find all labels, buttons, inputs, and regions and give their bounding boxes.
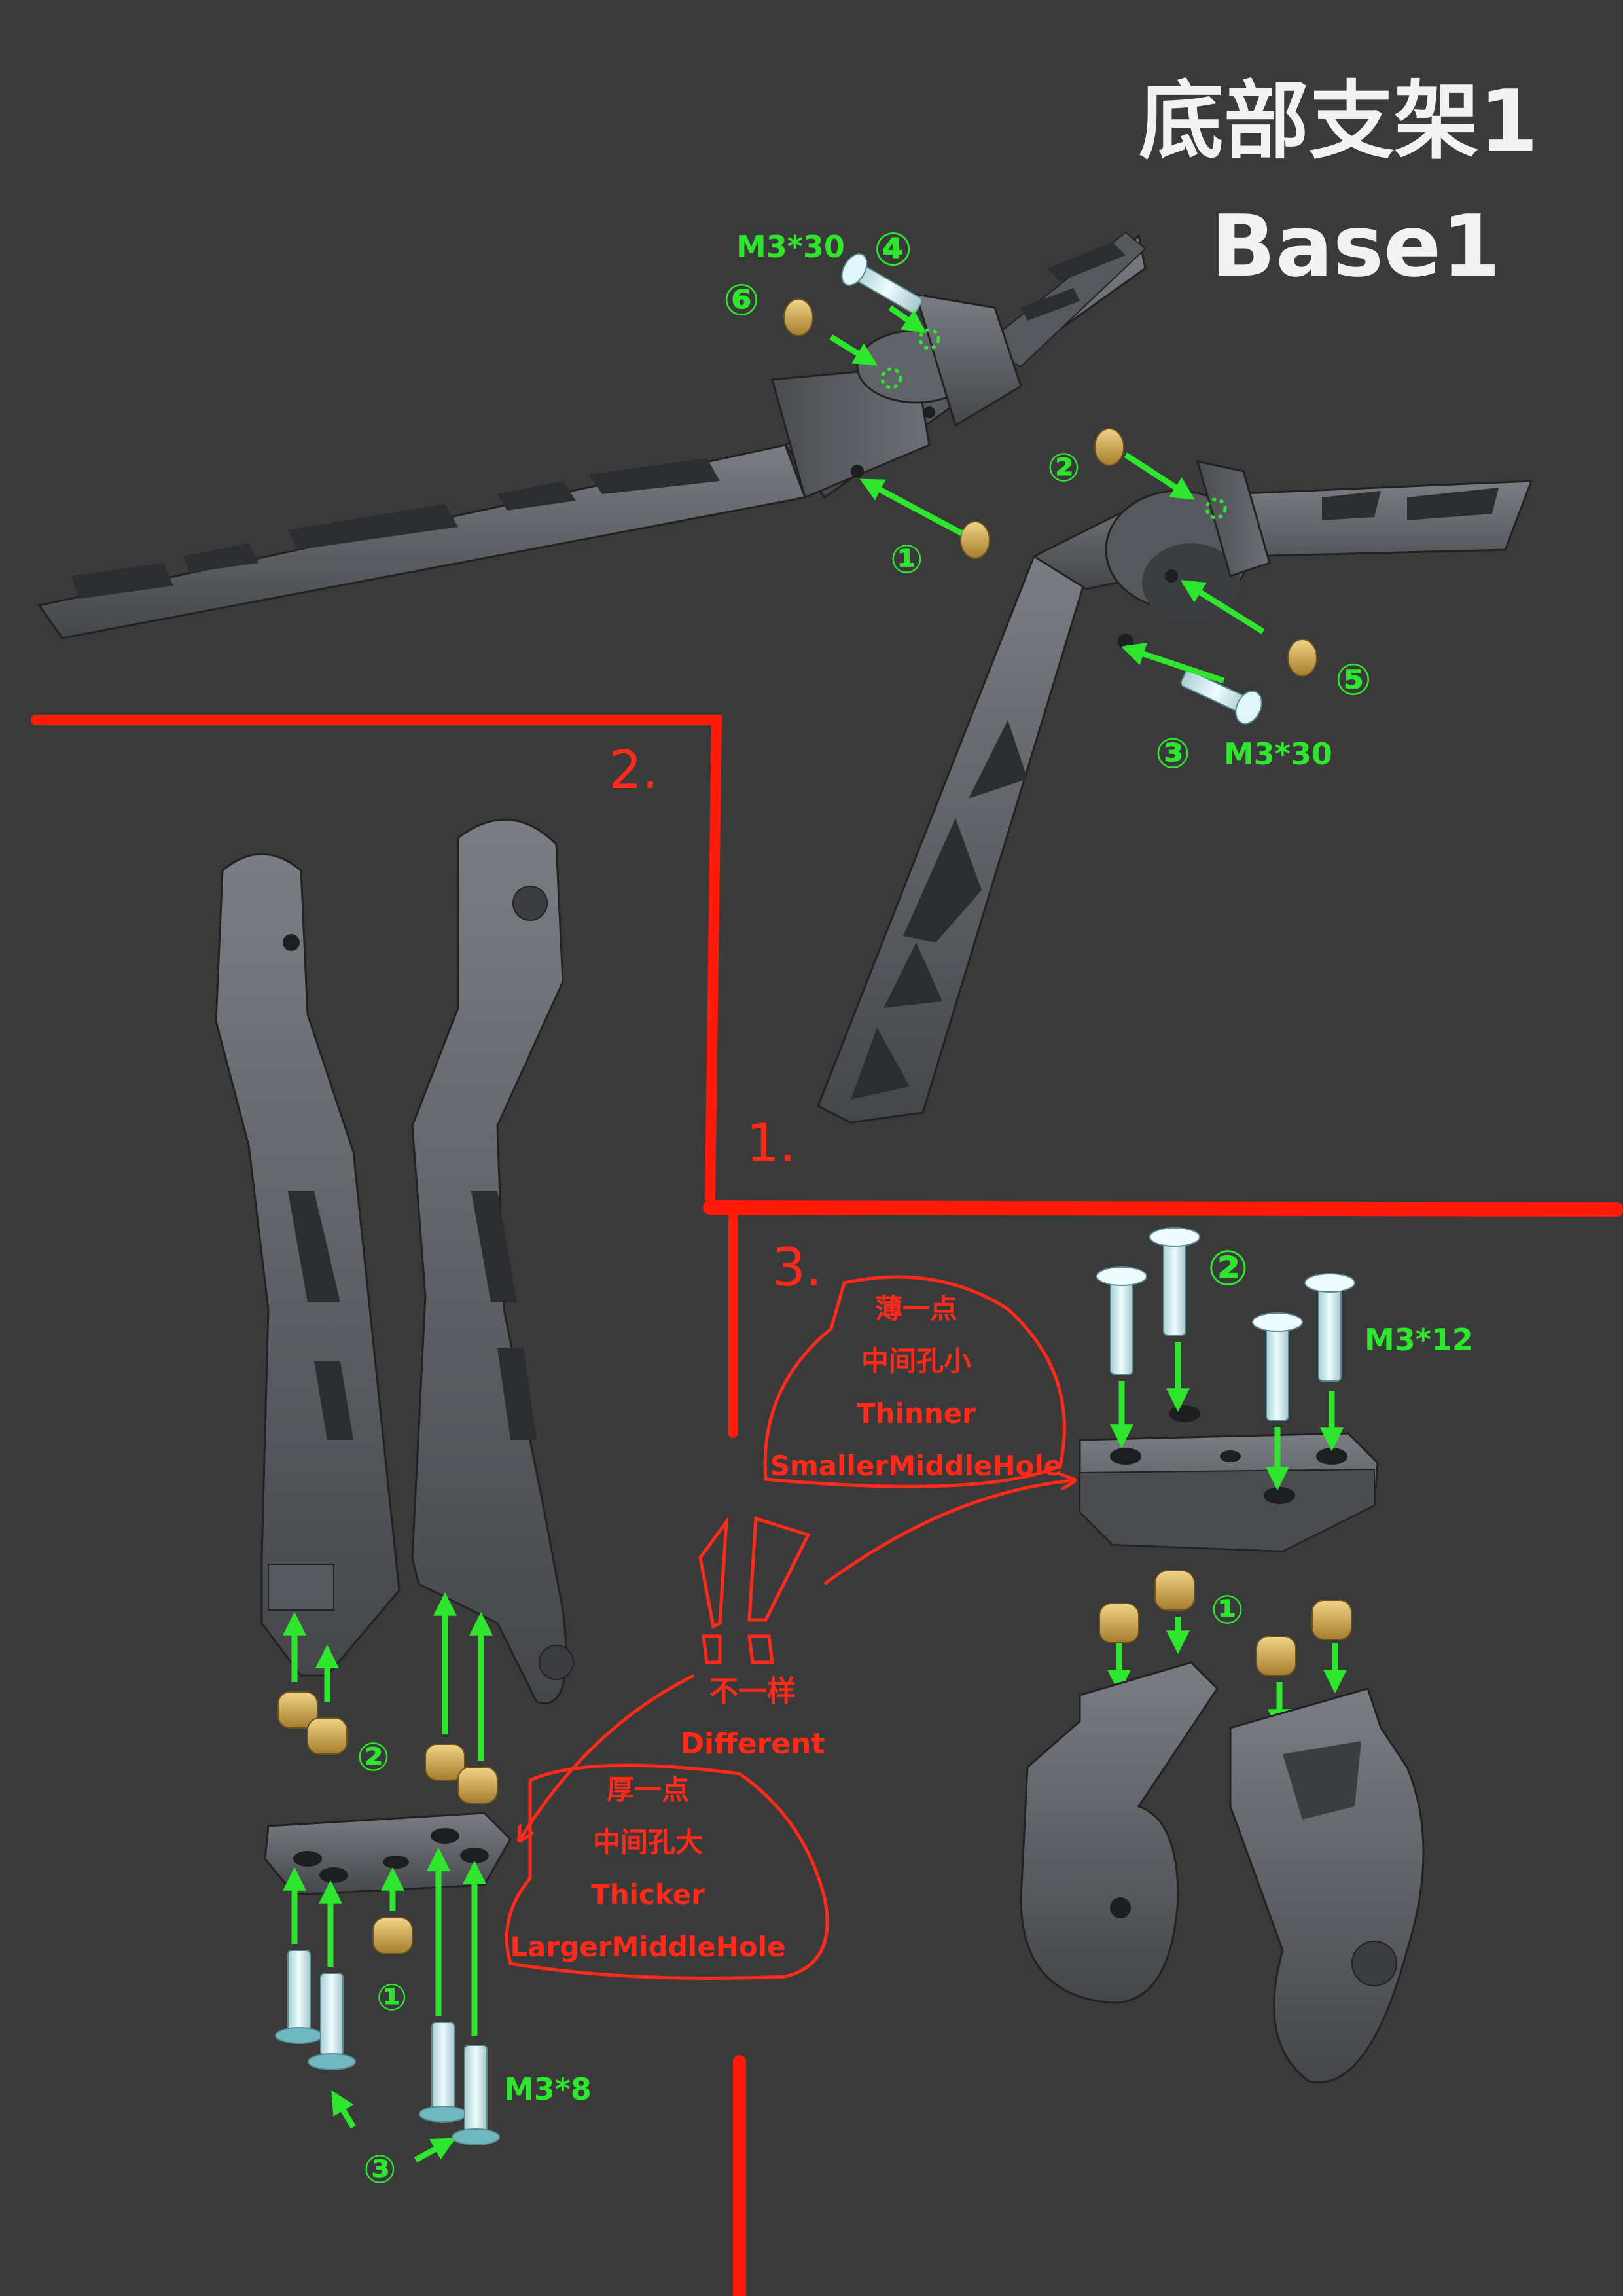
order-marker: ⑥ xyxy=(723,275,760,325)
note-thin: 薄一点 中间孔小 Thinner SmallerMiddleHole xyxy=(759,1283,1073,1492)
label-m3x30-top: M3*30 xyxy=(736,229,845,264)
note-thin-en1: Thinner xyxy=(857,1397,976,1429)
note-different-en: Different xyxy=(680,1727,825,1761)
step2-inserts xyxy=(277,1691,498,1954)
note-thick-en2: LargerMiddleHole xyxy=(510,1931,786,1963)
base-plate-thin xyxy=(1079,1405,1379,1552)
bracket-right xyxy=(411,818,574,1704)
step-number-2: 2. xyxy=(609,740,659,800)
step3-screws xyxy=(1096,1227,1355,1421)
note-different-cn: 不一样 xyxy=(709,1675,796,1708)
step-number-3: 3. xyxy=(772,1237,823,1298)
step2-arrows xyxy=(283,1592,493,2162)
note-thick: 厚一点 中间孔大 Thicker LargerMiddleHole xyxy=(504,1764,792,1973)
order-marker: ④ xyxy=(874,223,913,276)
section-dividers xyxy=(31,715,1623,2296)
brass-insert xyxy=(783,298,1317,677)
note-thin-cn1: 薄一点 xyxy=(874,1293,957,1325)
order-marker: ③ xyxy=(1155,730,1191,778)
base-plate-thick xyxy=(264,1812,512,1896)
screw-m3x30-top xyxy=(841,253,923,314)
red-annotations xyxy=(505,1275,1073,1980)
step-number-1: 1. xyxy=(746,1113,796,1174)
step1-fasteners xyxy=(783,253,1317,725)
order-marker: ③ xyxy=(363,2147,397,2193)
base-arm-short xyxy=(817,460,1533,1124)
step3-arrows xyxy=(1107,1342,1347,1733)
step1-dotted-holes xyxy=(880,328,1227,520)
bracket-pair-lower xyxy=(1020,1661,1425,2083)
note-thin-en2: SmallerMiddleHole xyxy=(770,1450,1063,1482)
note-thin-cn2: 中间孔小 xyxy=(861,1345,971,1377)
step1-arrows xyxy=(829,305,1265,684)
note-thick-cn2: 中间孔大 xyxy=(592,1826,703,1858)
order-marker: ① xyxy=(1211,1587,1244,1633)
note-thick-en1: Thicker xyxy=(591,1878,705,1910)
bracket-left xyxy=(215,853,401,1677)
order-marker: ① xyxy=(890,537,923,583)
step2-screws xyxy=(275,1950,500,2145)
order-marker: ② xyxy=(1047,445,1080,491)
step3-inserts xyxy=(1099,1570,1352,1676)
note-thick-cn1: 厚一点 xyxy=(606,1774,689,1806)
label-m3x12: M3*12 xyxy=(1364,1322,1473,1357)
page-title-en: Base1 xyxy=(1211,196,1501,296)
label-m3x30-bottom: M3*30 xyxy=(1224,736,1332,772)
order-marker: ② xyxy=(357,1734,390,1780)
order-marker: ① xyxy=(376,1977,408,2019)
order-marker: ⑤ xyxy=(1335,655,1372,705)
order-marker: ② xyxy=(1207,1240,1249,1297)
screw-m3x30-bottom xyxy=(1180,670,1262,725)
note-different: 不一样 Different xyxy=(654,1666,851,1770)
page-title-cn: 底部支架1 xyxy=(1139,71,1539,171)
base-arm-long xyxy=(37,231,1147,639)
label-m3x8: M3*8 xyxy=(504,2072,592,2107)
